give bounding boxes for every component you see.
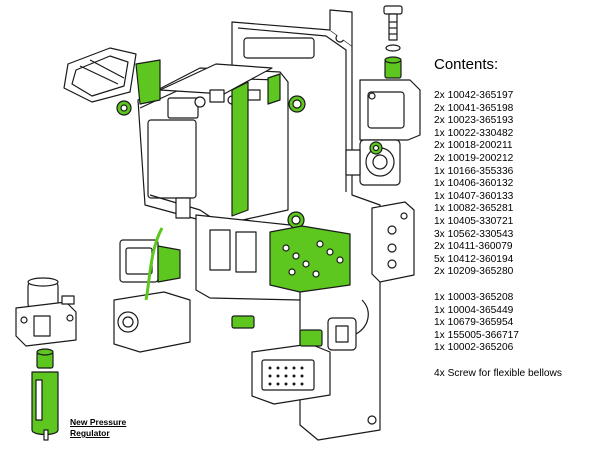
new-pressure-regulator-label: New Pressure Regulator	[70, 417, 126, 439]
group-spacer	[434, 279, 594, 292]
pressure-regulator	[15, 277, 77, 347]
regulator-label-line-1: New Pressure	[70, 417, 127, 427]
part-line: 2x 10411-360079	[434, 241, 513, 253]
part-line: 1x 10002-365206	[434, 342, 514, 354]
gasket-highlight	[135, 59, 161, 105]
connector-plug	[113, 239, 191, 353]
part-line: 2x 10209-365280	[434, 266, 514, 278]
part-line: 1x 10406-360132	[434, 178, 514, 190]
connector-block	[371, 201, 415, 283]
manifold-highlight	[269, 225, 351, 293]
part-list-group-1: 2x 10042-365197 2x 10041-365198 2x 10023…	[434, 90, 594, 279]
connector-seal-highlight	[299, 329, 323, 347]
part-line: 1x 10405-330721	[434, 215, 514, 227]
part-line: 2x 10042-365197	[434, 90, 514, 101]
part-line: 1x 10082-365281	[434, 203, 514, 215]
part-line: 2x 10018-200211	[434, 140, 513, 152]
part-line: 2x 10041-365198	[434, 102, 514, 114]
part-line: 1x 155005-366717	[434, 329, 519, 341]
part-list-group-2: 1x 10003-365208 1x 10004-365449 1x 10679…	[434, 292, 594, 355]
regulator-label-line-2: Regulator	[70, 428, 110, 438]
part-line: 2x 10019-200212	[434, 152, 514, 164]
part-line: 5x 10412-360194	[434, 253, 514, 265]
actuator-side-highlight	[231, 81, 249, 217]
part-line: 1x 10679-365954	[434, 317, 514, 329]
plug-seal-highlight	[157, 245, 181, 283]
part-line: 1x 10166-355336	[434, 165, 514, 177]
contents-panel: Contents: 2x 10042-365197 2x 10041-36519…	[434, 56, 594, 380]
actuator-housing	[137, 63, 289, 226]
cable-connector	[251, 343, 331, 405]
valve-block	[345, 79, 421, 186]
part-line: 1x 10022-330482	[434, 127, 514, 139]
screw-note: 4x Screw for flexible bellows	[434, 367, 562, 379]
top-screw	[383, 5, 403, 52]
contents-title: Contents:	[434, 56, 499, 73]
part-line: 1x 10003-365208	[434, 291, 514, 303]
cover-plate	[63, 47, 137, 103]
part-line: 3x 10562-330543	[434, 228, 514, 240]
part-line: 1x 10407-360133	[434, 190, 514, 202]
part-line: 1x 10004-365449	[434, 304, 514, 316]
part-line: 2x 10023-365193	[434, 115, 514, 127]
